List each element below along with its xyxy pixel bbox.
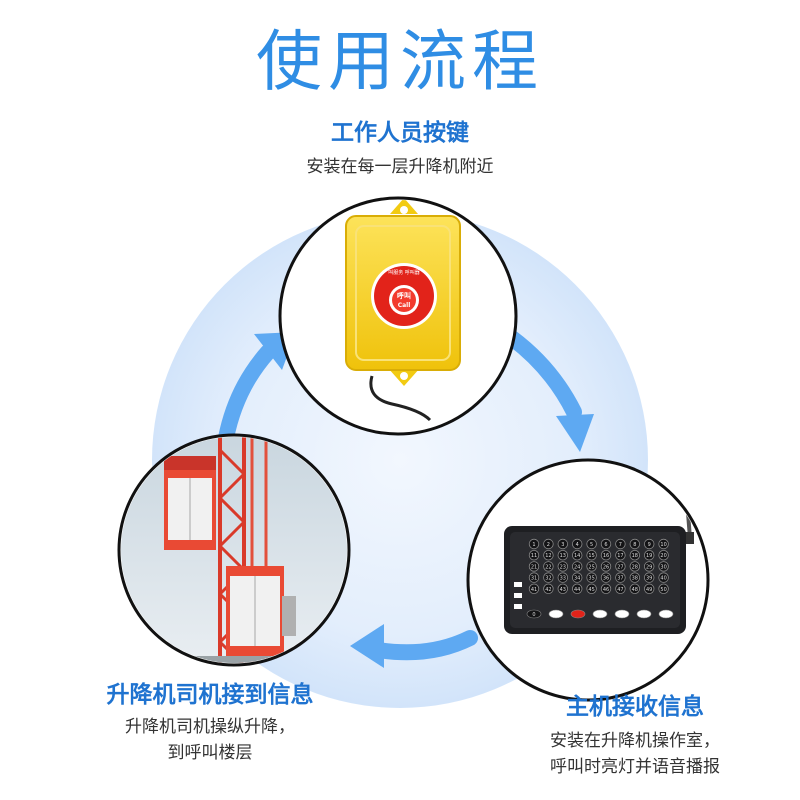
keypad-number: 44 xyxy=(574,587,580,593)
step-2-title: 主机接收信息 xyxy=(470,692,800,722)
keypad-number: 33 xyxy=(560,576,566,582)
button-center-text-2: Call xyxy=(398,302,411,309)
button-ring-text: 叫服务 呼叫器 xyxy=(388,269,420,276)
keypad-number: 46 xyxy=(603,587,609,593)
keypad-number: 34 xyxy=(574,576,580,582)
keypad-number: 1 xyxy=(532,542,535,548)
keypad-number: 50 xyxy=(660,587,666,593)
keypad-number: 38 xyxy=(632,576,638,582)
keypad-number: 15 xyxy=(588,553,594,559)
keypad-number: 49 xyxy=(646,587,652,593)
step-3-desc-line-1: 升降机司机操纵升降， xyxy=(60,714,360,740)
keypad-number: 41 xyxy=(531,587,537,593)
keypad-number: 28 xyxy=(632,564,638,570)
keypad-function-key xyxy=(571,610,585,618)
keypad-number: 7 xyxy=(619,542,622,548)
keypad-number: 9 xyxy=(648,542,651,548)
keypad-number: 10 xyxy=(660,542,666,548)
keypad-number: 5 xyxy=(590,542,593,548)
keypad-number: 32 xyxy=(545,576,551,582)
keypad-number: 39 xyxy=(646,576,652,582)
step-3-desc-line-2: 到呼叫楼层 xyxy=(60,740,360,766)
keypad-number: 23 xyxy=(560,564,566,570)
keypad-function-label: 0 xyxy=(532,612,535,618)
step-2-desc-line-1: 安装在升降机操作室， xyxy=(470,728,800,754)
keypad-number: 40 xyxy=(660,576,666,582)
keypad-number: 16 xyxy=(603,553,609,559)
keypad-number: 29 xyxy=(646,564,652,570)
keypad-number: 24 xyxy=(574,564,580,570)
step-3-image-construction-elevator xyxy=(118,434,350,668)
keypad-number: 12 xyxy=(545,553,551,559)
keypad-number: 47 xyxy=(617,587,623,593)
keypad-number: 17 xyxy=(617,553,623,559)
keypad-number: 20 xyxy=(660,553,666,559)
keypad-function-key xyxy=(615,610,629,618)
keypad-number: 45 xyxy=(588,587,594,593)
keypad-function-key xyxy=(549,610,563,618)
keypad-number: 31 xyxy=(531,576,537,582)
keypad-number: 30 xyxy=(660,564,666,570)
step-3-title: 升降机司机接到信息 xyxy=(60,680,360,710)
keypad-number: 25 xyxy=(588,564,594,570)
keypad-number: 48 xyxy=(632,587,638,593)
keypad-number: 8 xyxy=(633,542,636,548)
keypad-number: 43 xyxy=(560,587,566,593)
keypad-number: 3 xyxy=(561,542,564,548)
keypad-function-key xyxy=(637,610,651,618)
keypad-number: 18 xyxy=(632,553,638,559)
keypad-function-key xyxy=(593,610,607,618)
keypad-number: 22 xyxy=(545,564,551,570)
keypad-number: 42 xyxy=(545,587,551,593)
button-center-text-1: 呼叫 xyxy=(397,291,411,300)
keypad-number: 11 xyxy=(531,553,537,559)
keypad-number: 6 xyxy=(604,542,607,548)
step-2-desc-line-2: 呼叫时亮灯并语音播报 xyxy=(470,754,800,780)
keypad-number: 13 xyxy=(560,553,566,559)
keypad-number: 19 xyxy=(646,553,652,559)
keypad-number: 27 xyxy=(617,564,623,570)
keypad-number: 14 xyxy=(574,553,580,559)
keypad-number: 4 xyxy=(576,542,579,548)
keypad-number: 36 xyxy=(603,576,609,582)
keypad-number: 37 xyxy=(617,576,623,582)
keypad-function-key xyxy=(659,610,673,618)
keypad-number: 35 xyxy=(588,576,594,582)
keypad-number: 2 xyxy=(547,542,550,548)
keypad-number: 21 xyxy=(531,564,537,570)
keypad-number: 26 xyxy=(603,564,609,570)
